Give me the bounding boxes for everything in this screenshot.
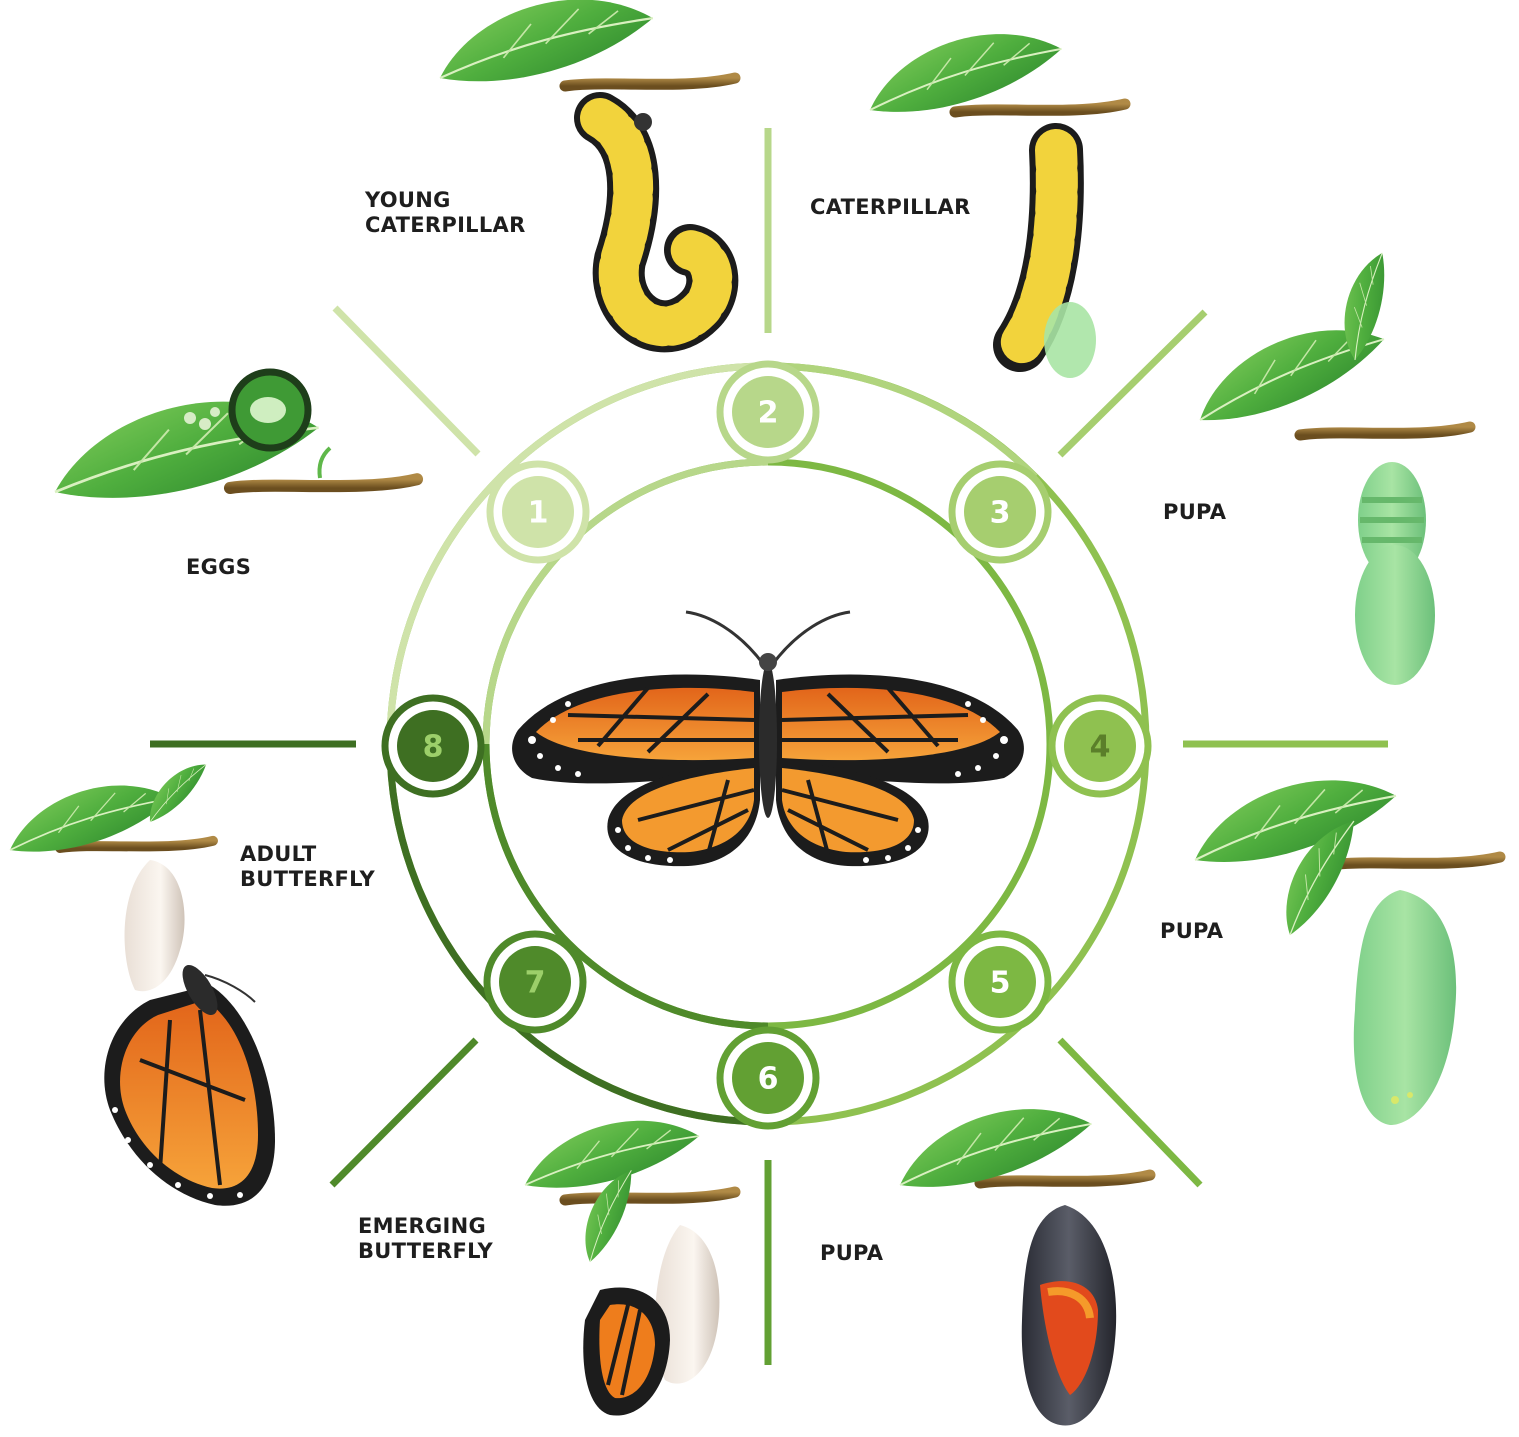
stage-number: 6 bbox=[758, 1062, 779, 1097]
stage-label-line: BUTTERFLY bbox=[358, 1239, 494, 1263]
stage-number: 4 bbox=[1090, 730, 1111, 765]
stage-number: 1 bbox=[528, 496, 549, 531]
stage-eggs-illustration bbox=[46, 372, 417, 509]
stage-label-pupa-2: PUPA bbox=[1160, 919, 1224, 943]
separator-line bbox=[332, 1040, 476, 1185]
stage-label-adult-butterfly: ADULT BUTTERFLY bbox=[240, 842, 376, 891]
stage-label-line: BUTTERFLY bbox=[240, 867, 376, 891]
stage-label-pupa-1: PUPA bbox=[1163, 500, 1227, 524]
stage-number: 5 bbox=[990, 966, 1011, 1001]
center-monarch-butterfly bbox=[512, 612, 1024, 866]
stage-pupa-2-illustration bbox=[1184, 765, 1500, 1125]
stage-adult-butterfly-illustration bbox=[1, 755, 275, 1206]
stage-pupa-1-illustration bbox=[1184, 247, 1470, 685]
separator-line bbox=[335, 308, 478, 454]
stage-label-line: EMERGING bbox=[358, 1214, 486, 1238]
stage-label-line: YOUNG bbox=[364, 188, 451, 212]
stage-number: 3 bbox=[990, 496, 1011, 531]
stage-label-eggs: EGGS bbox=[186, 555, 251, 579]
stage-young-caterpillar-illustration bbox=[430, 0, 735, 326]
stage-label-emerging-butterfly: EMERGING BUTTERFLY bbox=[358, 1214, 494, 1263]
stage-pupa-3-illustration bbox=[890, 1094, 1150, 1425]
stage-label-pupa-3: PUPA bbox=[820, 1241, 884, 1265]
stage-label-young-caterpillar: YOUNG CATERPILLAR bbox=[364, 188, 526, 237]
stage-label-caterpillar: CATERPILLAR bbox=[810, 195, 971, 219]
stage-number: 7 bbox=[525, 966, 546, 1001]
stage-label-line: CATERPILLAR bbox=[365, 213, 526, 237]
stage-number: 2 bbox=[758, 396, 779, 431]
stage-label-line: ADULT bbox=[240, 842, 317, 866]
stage-number: 8 bbox=[423, 730, 444, 765]
stage-emerging-butterfly-illustration bbox=[517, 1109, 735, 1416]
separator-line bbox=[1060, 1040, 1200, 1185]
